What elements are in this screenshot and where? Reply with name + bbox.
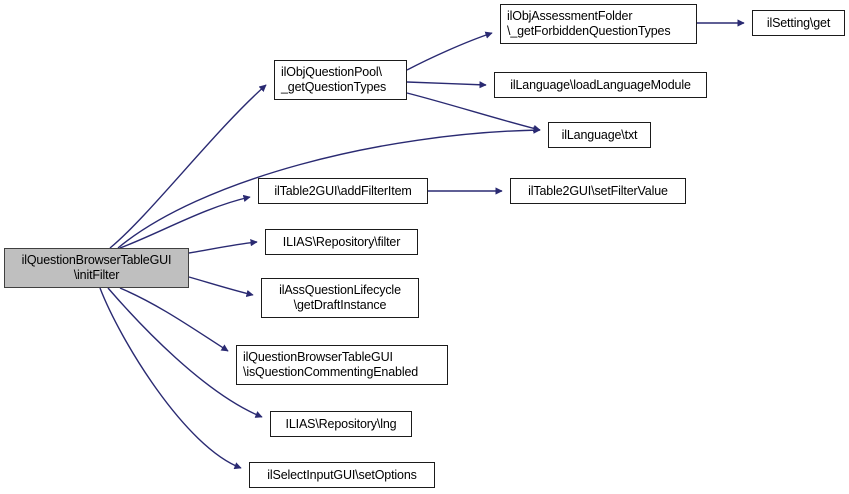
node-draft_instance[interactable]: ilAssQuestionLifecycle\getDraftInstance [261, 278, 419, 318]
node-obj_assessment_folder[interactable]: ilObjAssessmentFolder\_getForbiddenQuest… [500, 4, 697, 44]
node-label-line: ilQuestionBrowserTableGUI [243, 350, 393, 364]
node-label-line: ilTable2GUI\setFilterValue [528, 183, 668, 198]
edge-root-to-add_filter_item [119, 194, 251, 249]
node-label-line: \isQuestionCommentingEnabled [243, 365, 419, 379]
node-root[interactable]: ilQuestionBrowserTableGUI\initFilter [4, 248, 189, 288]
node-language_txt[interactable]: ilLanguage\txt [548, 122, 651, 148]
edge-obj_question_pool-to-obj_assessment_folder [406, 31, 493, 71]
node-label-line: ILIAS\Repository\lng [285, 416, 397, 431]
node-label-line: ilObjAssessmentFolder [507, 9, 633, 23]
node-label-line: \_getForbiddenQuestionTypes [507, 24, 671, 38]
node-label-line: \initFilter [73, 268, 120, 282]
node-label-line: ILIAS\Repository\filter [282, 234, 401, 249]
edge-root-to-draft_instance [188, 276, 254, 298]
node-label-line: _getQuestionTypes [281, 80, 387, 94]
node-label-line: ilTable2GUI\addFilterItem [274, 183, 412, 198]
edge-root-to-obj_question_pool [109, 84, 267, 249]
node-label-line: ilSelectInputGUI\setOptions [267, 467, 417, 482]
node-set_filter_value[interactable]: ilTable2GUI\setFilterValue [510, 178, 686, 204]
node-select_input_options[interactable]: ilSelectInputGUI\setOptions [249, 462, 435, 488]
edge-root-to-language_txt [117, 126, 541, 249]
node-repository_filter[interactable]: ILIAS\Repository\filter [265, 229, 418, 255]
edge-root-to-repository_lng [107, 287, 263, 418]
node-label-line: ilObjQuestionPool\ [281, 65, 382, 79]
node-il_setting_get[interactable]: ilSetting\get [752, 10, 845, 36]
node-obj_question_pool[interactable]: ilObjQuestionPool\_getQuestionTypes [274, 60, 407, 100]
node-label-line: ilSetting\get [766, 15, 831, 30]
node-repository_lng[interactable]: ILIAS\Repository\lng [270, 411, 412, 437]
node-label-line: ilLanguage\txt [561, 127, 638, 142]
node-add_filter_item[interactable]: ilTable2GUI\addFilterItem [258, 178, 428, 204]
edge-root-to-repository_filter [188, 239, 258, 254]
edge-obj_question_pool-to-language_txt [406, 92, 541, 132]
edge-obj_question_pool-to-load_language_module [406, 81, 487, 89]
node-label-line: ilQuestionBrowserTableGUI [21, 253, 172, 267]
edge-root-to-question_commenting [119, 287, 229, 352]
node-label-line: \getDraftInstance [293, 298, 387, 312]
node-question_commenting[interactable]: ilQuestionBrowserTableGUI\isQuestionComm… [236, 345, 448, 385]
edge-root-to-select_input_options [99, 287, 242, 470]
node-label-line: ilLanguage\loadLanguageModule [510, 77, 691, 92]
node-load_language_module[interactable]: ilLanguage\loadLanguageModule [494, 72, 707, 98]
node-label-line: ilAssQuestionLifecycle [279, 283, 401, 297]
